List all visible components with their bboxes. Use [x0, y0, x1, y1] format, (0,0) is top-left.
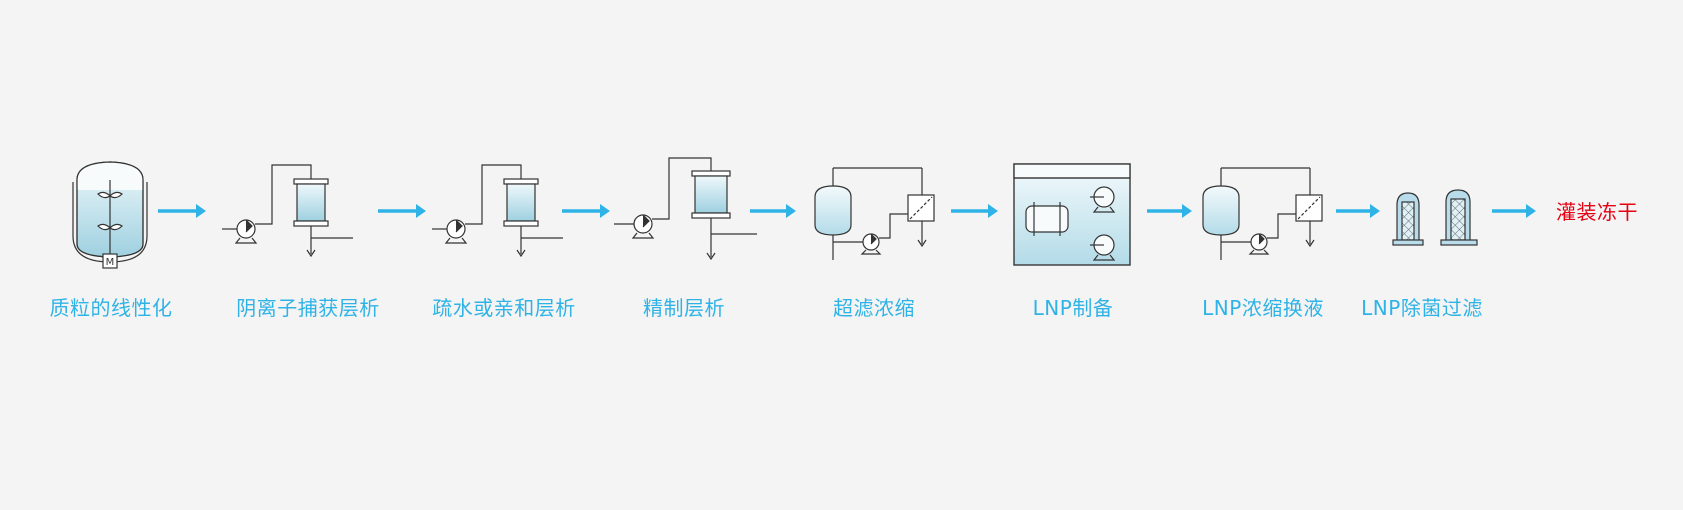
step-label-3: 疏水或亲和层析 — [432, 296, 576, 320]
final-step-label: 灌装冻干 — [1556, 200, 1638, 224]
ultrafiltration-icon-2 — [1202, 167, 1323, 260]
chromatography-column-icon-1 — [222, 164, 353, 258]
ultrafiltration-icon-1 — [814, 167, 935, 260]
arrow-icon-1 — [158, 204, 206, 218]
arrow-icon-4 — [750, 204, 796, 218]
sterile-filter-icon — [1392, 189, 1478, 246]
arrow-icon-3 — [562, 204, 610, 218]
step-label-6: LNP制备 — [1032, 296, 1114, 320]
step-label-8: LNP除菌过滤 — [1361, 296, 1483, 320]
step-label-2: 阴离子捕获层析 — [236, 296, 380, 320]
step-label-1: 质粒的线性化 — [49, 296, 173, 320]
step-label-5: 超滤浓缩 — [833, 296, 915, 320]
arrow-icon-5 — [951, 204, 998, 218]
arrow-icon-8 — [1492, 204, 1536, 218]
arrow-icon-7 — [1336, 204, 1380, 218]
reactor-tank-icon: M — [72, 161, 148, 269]
chromatography-column-icon-2 — [432, 164, 563, 258]
motor-label: M — [106, 257, 115, 268]
arrow-icon-2 — [378, 204, 426, 218]
flow-arrows — [158, 204, 1536, 218]
step-label-7: LNP浓缩换液 — [1202, 296, 1324, 320]
lnp-mixing-system-icon — [1013, 163, 1131, 266]
arrow-icon-6 — [1147, 204, 1192, 218]
chromatography-column-icon-3 — [614, 157, 757, 261]
step-label-4: 精制层析 — [643, 296, 725, 320]
